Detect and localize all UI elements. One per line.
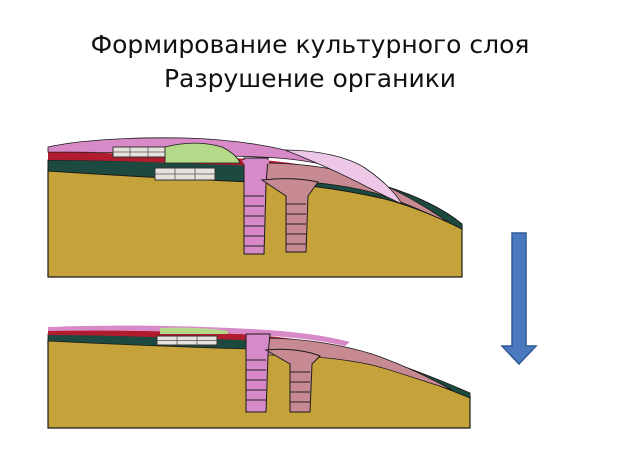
section-after — [48, 326, 470, 428]
down-arrow-icon — [502, 233, 536, 364]
pit-pink-bottom — [246, 334, 270, 412]
section-before — [48, 138, 462, 277]
stone-blocks-bottom — [157, 336, 217, 345]
